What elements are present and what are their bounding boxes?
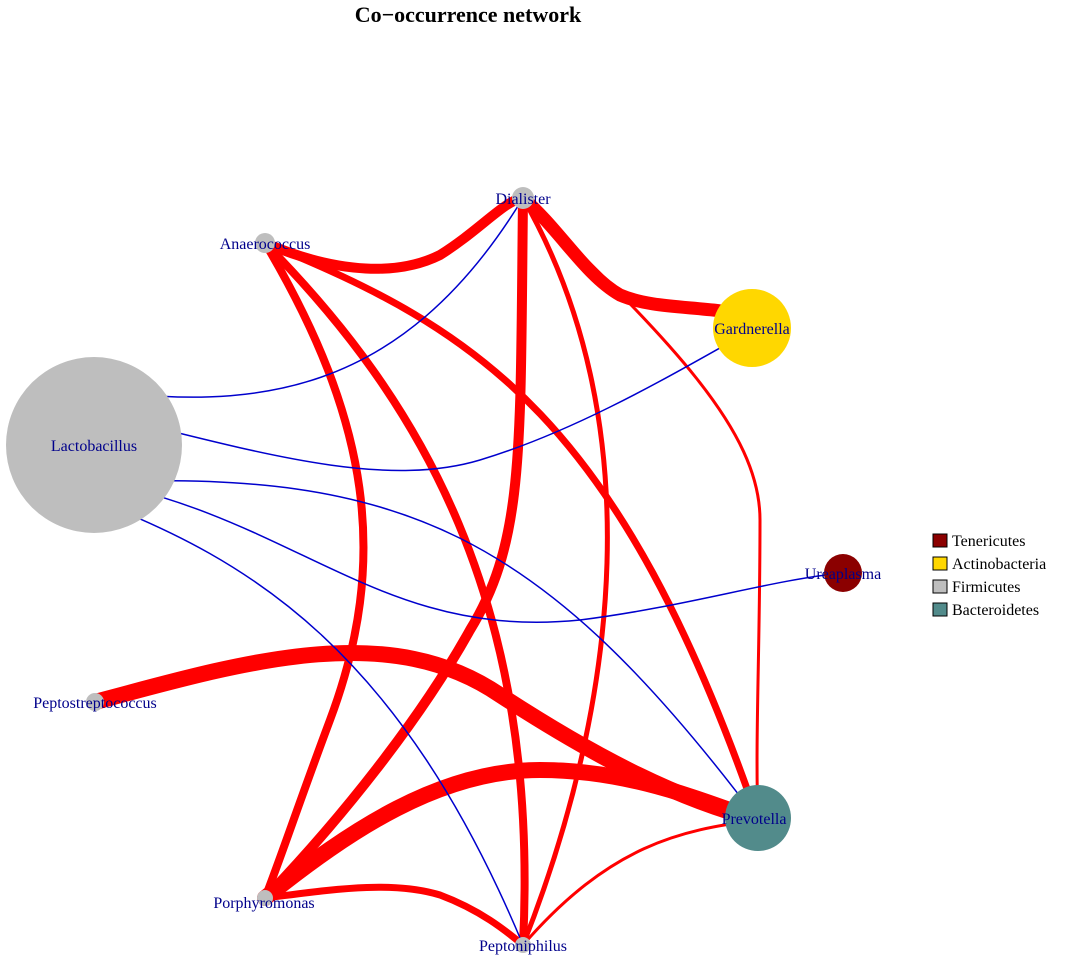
label-peptoniphilus: Peptoniphilus (479, 938, 567, 955)
edge-dialister-peptoniphilus (520, 195, 610, 948)
label-gardnerella: Gardnerella (714, 321, 790, 338)
node-anaerococcus[interactable] (255, 233, 275, 253)
node-peptostreptococcus[interactable] (86, 693, 104, 711)
label-anaerococcus: Anaerococcus (220, 236, 311, 253)
edge-porphyromonas-peptoniphilus (261, 883, 527, 949)
label-ureaplasma: Ureaplasma (805, 566, 881, 583)
label-porphyromonas: Porphyromonas (213, 895, 314, 912)
edge-lactobacillus-gardnerella (93, 329, 753, 472)
positive-edges (87, 191, 766, 949)
node-porphyromonas[interactable] (257, 890, 273, 906)
node-prevotella[interactable] (725, 785, 791, 851)
node-peptoniphilus[interactable] (515, 937, 531, 953)
negative-edges (93, 197, 844, 946)
legend-swatch-firmicutes (932, 579, 948, 594)
node-labels: Dialister Anaerococcus Gardnerella Lacto… (33, 191, 881, 955)
label-prevotella: Prevotella (722, 811, 787, 828)
label-peptostreptococcus: Peptostreptococcus (33, 695, 157, 712)
edge-porphyromonas-prevotella (257, 761, 766, 906)
node-ureaplasma[interactable] (824, 554, 862, 592)
edge-lactobacillus-dialister (93, 197, 524, 398)
edge-anaerococcus-prevotella (261, 239, 762, 824)
edge-dialister-gardnerella (516, 191, 759, 323)
label-lactobacillus: Lactobacillus (51, 438, 137, 455)
edge-lactobacillus-prevotella (93, 479, 759, 821)
legend-label-bacteroidetes: Bacteroidetes (952, 602, 1039, 619)
chart-title: Co−occurrence network (355, 2, 582, 27)
node-dialister[interactable] (512, 187, 534, 209)
legend-label-actinobacteria: Actinobacteria (952, 556, 1046, 573)
legend-swatch-bacteroidetes (932, 602, 948, 617)
edge-lactobacillus-ureaplasma (93, 479, 844, 623)
node-lactobacillus[interactable] (6, 357, 182, 533)
legend: Tenericutes Actinobacteria Firmicutes Ba… (932, 533, 1046, 619)
edge-lactobacillus-peptoniphilus (93, 499, 524, 946)
nodes (6, 187, 862, 953)
edge-anaerococcus-dialister (260, 193, 528, 274)
legend-label-tenericutes: Tenericutes (952, 533, 1026, 550)
edge-dialister-prevotella (521, 196, 762, 822)
legend-swatch-actinobacteria (932, 556, 948, 571)
legend-swatch-tenericutes (932, 533, 948, 548)
node-gardnerella[interactable] (713, 289, 791, 367)
edge-anaerococcus-peptoniphilus (261, 239, 529, 949)
edge-dialister-porphyromonas (260, 193, 528, 903)
legend-label-firmicutes: Firmicutes (952, 579, 1020, 596)
label-dialister: Dialister (495, 191, 551, 208)
